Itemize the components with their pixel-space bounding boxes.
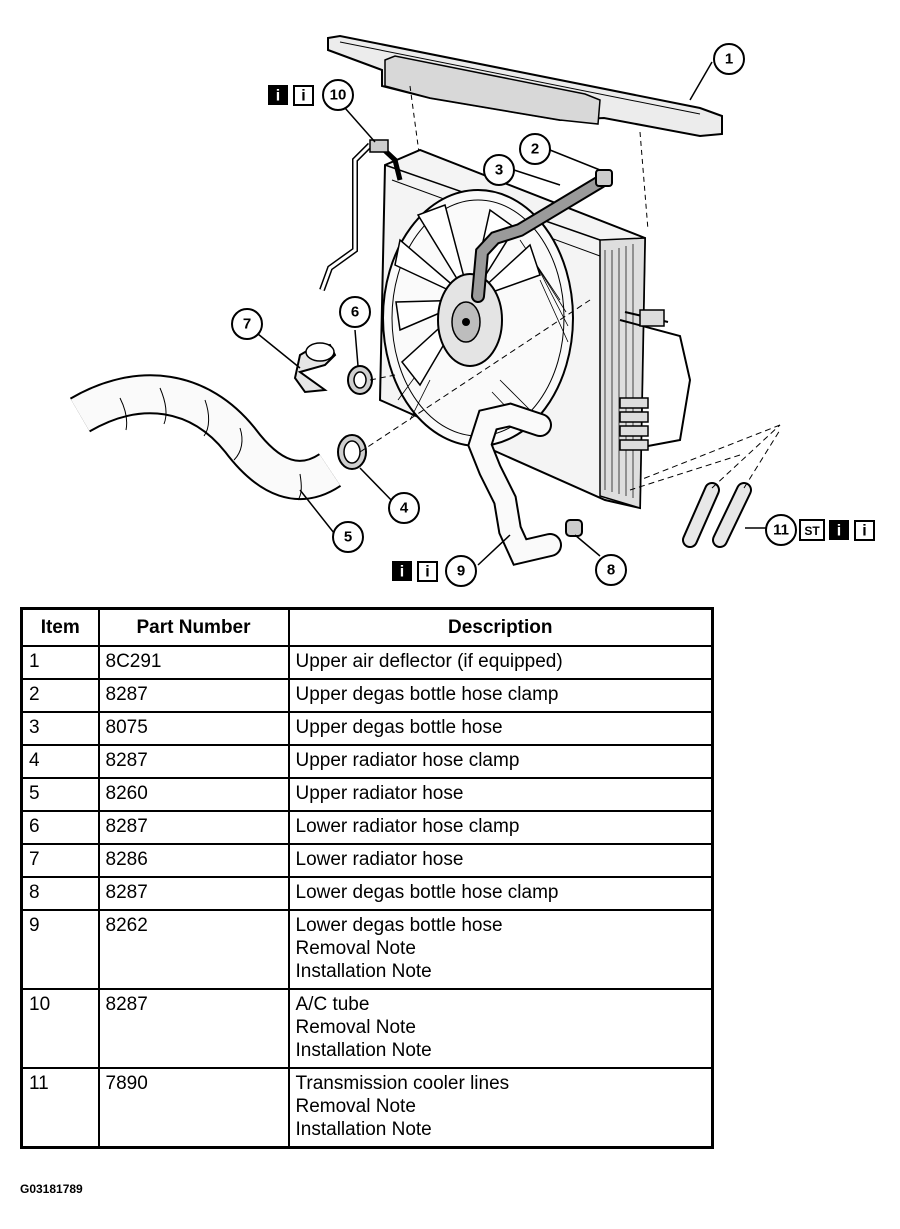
exploded-view-diagram: 1 2 3 4 5 6 7 8 9 10 11 i i i i ST i i <box>69 34 875 587</box>
header-part-number: Part Number <box>97 607 290 647</box>
cell-item: 4 <box>20 744 100 779</box>
cell-part-number: 8260 <box>97 777 290 812</box>
callout-9 <box>445 555 477 587</box>
cell-item: 6 <box>20 810 100 845</box>
cell-description: Upper air deflector (if equipped) <box>287 645 714 680</box>
parts-table: Item Part Number Description 1 8C291 Upp… <box>20 607 714 1149</box>
header-item: Item <box>20 607 100 647</box>
cell-description: Lower degas bottle hose clamp <box>287 876 714 911</box>
callout-label-4: 4 <box>400 500 409 517</box>
table-row: 11 7890 Transmission cooler lines Remova… <box>20 1067 714 1149</box>
upper-degas-bottle-hose-clamp <box>595 169 613 187</box>
ac-tube <box>319 139 403 292</box>
callout-4 <box>388 492 420 524</box>
cell-item: 2 <box>20 678 100 713</box>
cell-item: 9 <box>20 909 100 990</box>
cell-part-number: 8287 <box>97 988 290 1069</box>
lower-radiator-hose-clamp <box>347 365 373 395</box>
cell-description: Transmission cooler lines Removal Note I… <box>287 1067 714 1149</box>
callout-label-11: 11 <box>773 522 789 539</box>
transmission-cooler-lines <box>629 424 781 548</box>
cell-item: 11 <box>20 1067 100 1149</box>
callout-label-3: 3 <box>495 162 503 179</box>
cell-description: Upper degas bottle hose <box>287 711 714 746</box>
callout-1 <box>713 43 745 75</box>
lower-radiator-hose <box>293 342 337 394</box>
callout-7 <box>231 308 263 340</box>
cell-part-number: 8287 <box>97 876 290 911</box>
upper-air-deflector <box>327 34 723 231</box>
table-row: 8 8287 Lower degas bottle hose clamp <box>20 876 714 911</box>
callout-11 <box>765 514 797 546</box>
callout-label-2: 2 <box>531 141 539 158</box>
callout-label-10: 10 <box>330 87 347 104</box>
cell-part-number: 8C291 <box>97 645 290 680</box>
info-icon: i <box>837 523 841 540</box>
table-row: 2 8287 Upper degas bottle hose clamp <box>20 678 714 713</box>
figure-code: G03181789 <box>20 1182 83 1196</box>
table-row: 1 8C291 Upper air deflector (if equipped… <box>20 645 714 680</box>
info-icon: i <box>276 88 280 105</box>
cell-item: 8 <box>20 876 100 911</box>
callout-6 <box>339 296 371 328</box>
table-row: 10 8287 A/C tube Removal Note Installati… <box>20 988 714 1069</box>
cell-part-number: 7890 <box>97 1067 290 1149</box>
cell-description: Lower radiator hose <box>287 843 714 878</box>
callout-label-1: 1 <box>725 51 733 68</box>
cell-description: Upper degas bottle hose clamp <box>287 678 714 713</box>
cell-item: 3 <box>20 711 100 746</box>
cell-part-number: 8287 <box>97 810 290 845</box>
cell-part-number: 8286 <box>97 843 290 878</box>
table-row: 7 8286 Lower radiator hose <box>20 843 714 878</box>
callout-3 <box>483 154 515 186</box>
cell-description: Lower radiator hose clamp <box>287 810 714 845</box>
cell-item: 7 <box>20 843 100 878</box>
callout-label-7: 7 <box>243 316 251 333</box>
info-outline-icon: i <box>425 564 429 581</box>
callout-label-8: 8 <box>607 562 615 579</box>
cell-item: 1 <box>20 645 100 680</box>
cell-description: Upper radiator hose clamp <box>287 744 714 779</box>
special-tool-icon: ST <box>804 524 820 538</box>
callout-2 <box>519 133 551 165</box>
cell-part-number: 8287 <box>97 744 290 779</box>
table-row: 9 8262 Lower degas bottle hose Removal N… <box>20 909 714 990</box>
callout-5 <box>332 521 364 553</box>
table-row: 6 8287 Lower radiator hose clamp <box>20 810 714 845</box>
lower-degas-bottle-hose <box>467 402 562 566</box>
badges-item-11: ST i i <box>799 519 875 541</box>
info-outline-icon: i <box>862 523 866 540</box>
upper-radiator-hose <box>69 374 342 501</box>
cooling-fan <box>382 189 574 447</box>
info-icon: i <box>400 564 404 581</box>
cell-item: 10 <box>20 988 100 1069</box>
table-row: 5 8260 Upper radiator hose <box>20 777 714 812</box>
callout-label-9: 9 <box>457 563 465 580</box>
upper-radiator-hose-clamp <box>337 434 367 470</box>
cell-description: A/C tube Removal Note Installation Note <box>287 988 714 1069</box>
header-description: Description <box>287 607 714 647</box>
cell-description: Upper radiator hose <box>287 777 714 812</box>
upper-degas-bottle-hose <box>471 175 607 303</box>
lower-degas-bottle-hose-clamp <box>565 519 583 537</box>
callout-10 <box>322 79 354 111</box>
table-row: 3 8075 Upper degas bottle hose <box>20 711 714 746</box>
info-outline-icon: i <box>301 88 305 105</box>
callout-8 <box>595 554 627 586</box>
cell-item: 5 <box>20 777 100 812</box>
cell-part-number: 8262 <box>97 909 290 990</box>
cell-part-number: 8287 <box>97 678 290 713</box>
leader-lines <box>257 61 767 566</box>
table-row: 4 8287 Upper radiator hose clamp <box>20 744 714 779</box>
callout-label-5: 5 <box>344 529 352 546</box>
cell-part-number: 8075 <box>97 711 290 746</box>
table-header-row: Item Part Number Description <box>20 607 714 647</box>
callout-label-6: 6 <box>351 304 359 321</box>
badges-item-9: i i <box>392 561 438 582</box>
badges-item-10: i i <box>268 85 314 106</box>
cell-description: Lower degas bottle hose Removal Note Ins… <box>287 909 714 990</box>
